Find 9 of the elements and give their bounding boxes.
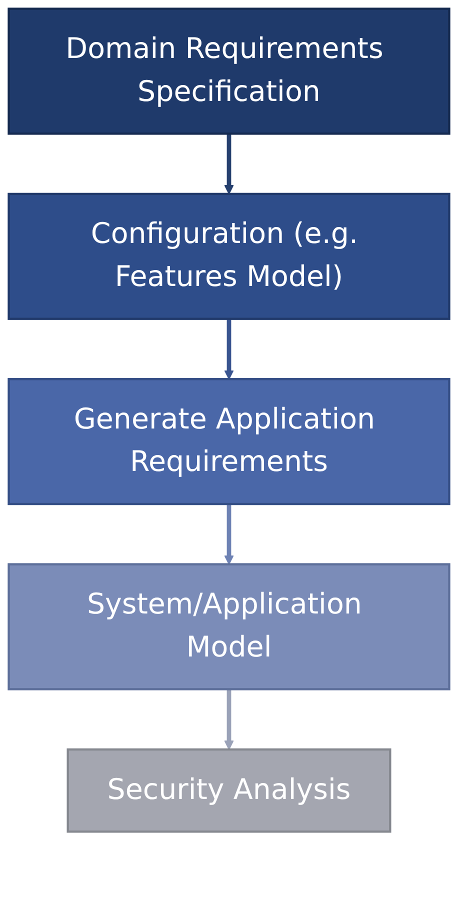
node-box: Domain Requirements Specification: [8, 8, 450, 135]
arrow: [224, 689, 234, 750]
node-box: System/Application Model: [8, 563, 450, 690]
arrow: [224, 134, 234, 194]
arrow: [224, 318, 234, 380]
node-box: Generate Application Requirements: [8, 378, 450, 506]
node-box: Security Analysis: [66, 748, 392, 833]
node-box: Configuration (e.g. Features Model): [8, 192, 450, 320]
arrow: [224, 504, 234, 565]
